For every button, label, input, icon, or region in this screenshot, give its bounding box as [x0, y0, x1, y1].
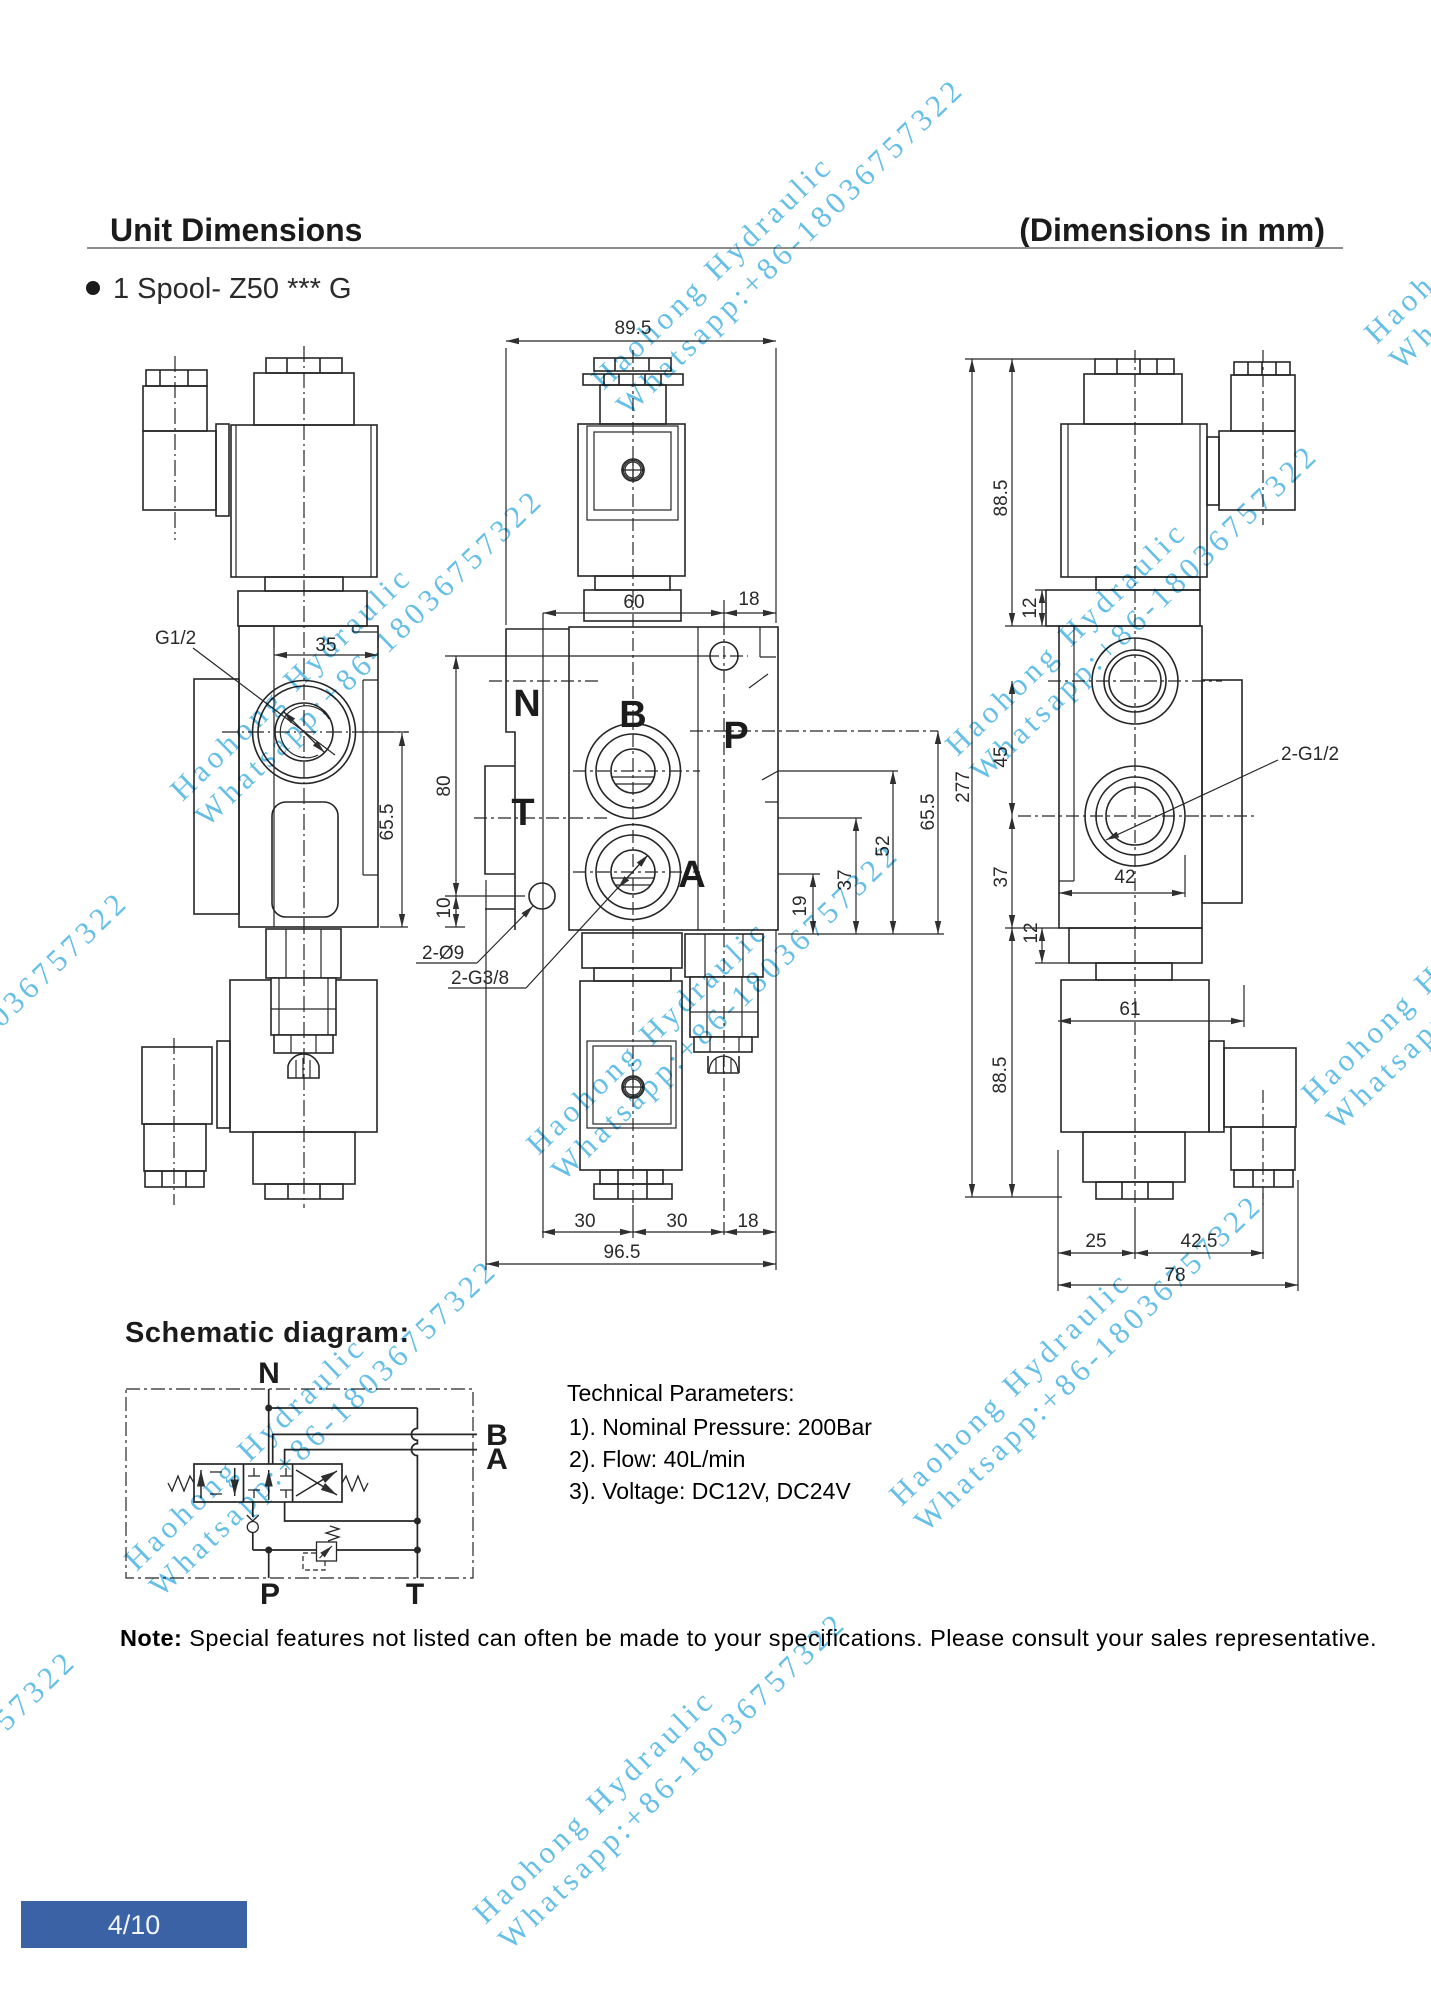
- svg-text:B: B: [486, 1419, 508, 1452]
- svg-text:277: 277: [953, 771, 974, 803]
- svg-text:30: 30: [574, 1211, 595, 1232]
- svg-text:65.5: 65.5: [918, 794, 939, 831]
- svg-text:10: 10: [434, 897, 455, 918]
- svg-text:65.5: 65.5: [377, 804, 398, 841]
- svg-text:Note: Special features not lis: Note: Special features not listed can of…: [120, 1625, 1377, 1651]
- svg-text:25: 25: [1085, 1231, 1106, 1252]
- svg-text:2-G3/8: 2-G3/8: [451, 968, 509, 989]
- svg-text:78: 78: [1164, 1265, 1185, 1286]
- svg-text:45: 45: [991, 746, 1012, 767]
- svg-text:N: N: [258, 1357, 280, 1390]
- svg-text:(Dimensions in mm): (Dimensions in mm): [1019, 212, 1325, 248]
- svg-text:4/10: 4/10: [108, 1910, 161, 1940]
- svg-text:B: B: [619, 694, 646, 736]
- svg-text:80: 80: [434, 775, 455, 796]
- svg-text:A: A: [486, 1443, 508, 1476]
- svg-text:P: P: [260, 1578, 280, 1611]
- svg-text:88.5: 88.5: [990, 1057, 1011, 1094]
- svg-text:42.5: 42.5: [1181, 1231, 1218, 1252]
- svg-text:2-Ø9: 2-Ø9: [422, 943, 464, 964]
- svg-text:Technical Parameters:: Technical Parameters:: [567, 1380, 795, 1406]
- svg-text:1 Spool- Z50 *** G: 1 Spool- Z50 *** G: [113, 273, 352, 305]
- svg-text:61: 61: [1119, 999, 1140, 1020]
- svg-text:35: 35: [315, 635, 336, 656]
- svg-text:42: 42: [1114, 867, 1135, 888]
- svg-text:30: 30: [666, 1211, 687, 1232]
- svg-text:18: 18: [737, 1211, 758, 1232]
- svg-text:12: 12: [1020, 597, 1041, 618]
- svg-text:T: T: [406, 1578, 424, 1611]
- svg-text:19: 19: [790, 895, 811, 916]
- svg-text:96.5: 96.5: [604, 1242, 641, 1263]
- svg-text:G1/2: G1/2: [155, 628, 196, 649]
- svg-text:3). Voltage: DC12V, DC24V: 3). Voltage: DC12V, DC24V: [569, 1478, 851, 1504]
- svg-text:N: N: [513, 683, 540, 725]
- svg-text:52: 52: [873, 835, 894, 856]
- svg-text:2). Flow: 40L/min: 2). Flow: 40L/min: [569, 1446, 745, 1472]
- svg-text:Unit Dimensions: Unit Dimensions: [110, 212, 362, 248]
- svg-text:37: 37: [835, 869, 856, 890]
- svg-text:1). Nominal Pressure: 200Bar: 1). Nominal Pressure: 200Bar: [569, 1414, 872, 1440]
- svg-text:89.5: 89.5: [615, 318, 652, 339]
- svg-text:88.5: 88.5: [991, 480, 1012, 517]
- svg-text:12: 12: [1021, 922, 1042, 943]
- svg-text:P: P: [723, 715, 748, 757]
- svg-text:60: 60: [623, 592, 644, 613]
- svg-text:Schematic diagram:: Schematic diagram:: [125, 1317, 410, 1349]
- svg-text:A: A: [678, 854, 705, 896]
- svg-text:T: T: [511, 792, 534, 834]
- svg-text:37: 37: [991, 866, 1012, 887]
- svg-text:18: 18: [738, 589, 759, 610]
- svg-text:2-G1/2: 2-G1/2: [1281, 744, 1339, 765]
